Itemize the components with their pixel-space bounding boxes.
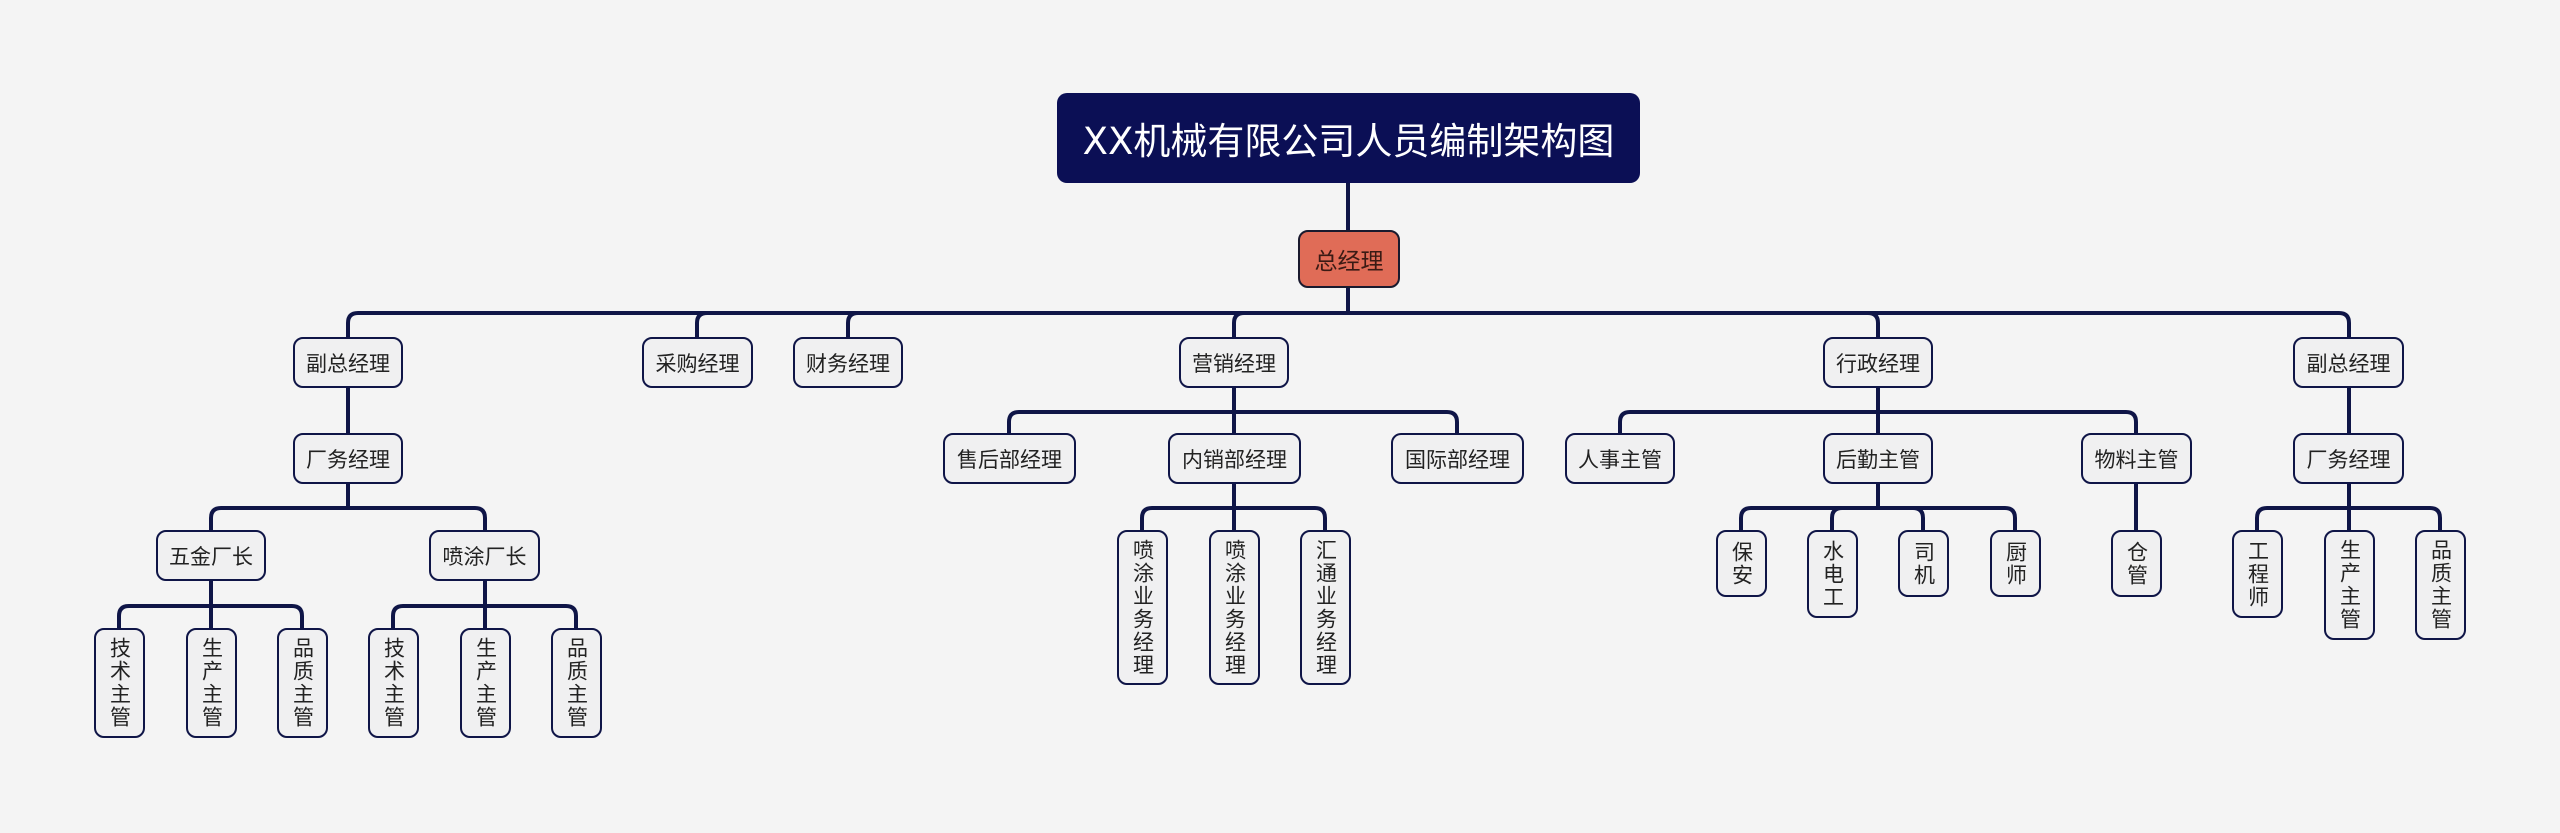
node-after-sales-manager[interactable]: 售后部经理: [943, 433, 1076, 484]
marketing-bus-drop: [1007, 410, 1234, 433]
node-general-manager[interactable]: 总经理: [1298, 230, 1400, 288]
node-tech-supervisor-coat[interactable]: 技术主管: [368, 628, 419, 738]
chart-title: XX机械有限公司人员编制架构图: [1057, 93, 1640, 183]
node-vp-left[interactable]: 副总经理: [293, 337, 403, 388]
node-coating-sales-2[interactable]: 喷涂业务经理: [1209, 530, 1260, 685]
logistics-bus-drop: [1739, 506, 1878, 530]
logistics-bus-drop: [1878, 506, 1925, 530]
admin-bus-drop: [1618, 410, 1878, 433]
node-purchasing-manager[interactable]: 采购经理: [642, 337, 753, 388]
node-production-supervisor-coat[interactable]: 生产主管: [460, 628, 511, 738]
node-tech-supervisor-hw[interactable]: 技术主管: [94, 628, 145, 738]
root-bus-drop: [695, 311, 1348, 337]
marketing-bus-drop: [1234, 410, 1459, 433]
factory-right-bus-drop: [2349, 506, 2442, 530]
node-marketing-manager[interactable]: 营销经理: [1179, 337, 1289, 388]
domestic-bus-drop: [1234, 506, 1327, 530]
node-driver[interactable]: 司机: [1898, 530, 1949, 597]
logistics-bus-drop: [1830, 506, 1878, 530]
hardware-bus-drop: [211, 604, 304, 628]
node-engineer[interactable]: 工程师: [2232, 530, 2283, 618]
node-quality-supervisor-r[interactable]: 品质主管: [2415, 530, 2466, 640]
node-quality-supervisor-hw[interactable]: 品质主管: [277, 628, 328, 738]
node-domestic-sales-manager[interactable]: 内销部经理: [1168, 433, 1301, 484]
node-production-supervisor-r[interactable]: 生产主管: [2324, 530, 2375, 640]
factory-left-bus-drop: [348, 506, 487, 530]
node-security[interactable]: 保安: [1716, 530, 1767, 597]
node-hardware-plant-head[interactable]: 五金厂长: [156, 530, 266, 581]
node-finance-manager[interactable]: 财务经理: [793, 337, 903, 388]
node-quality-supervisor-coat[interactable]: 品质主管: [551, 628, 602, 738]
coating-bus-drop: [391, 604, 485, 628]
node-production-supervisor-hw[interactable]: 生产主管: [186, 628, 237, 738]
node-electrician[interactable]: 水电工: [1807, 530, 1858, 618]
root-bus-drop: [1232, 311, 1348, 337]
node-chef[interactable]: 厨师: [1990, 530, 2041, 597]
node-vp-right[interactable]: 副总经理: [2293, 337, 2404, 388]
node-factory-manager-right[interactable]: 厂务经理: [2293, 433, 2404, 484]
factory-right-bus-drop: [2255, 506, 2349, 530]
admin-bus-drop: [1878, 410, 2138, 433]
node-warehouse-keeper[interactable]: 仓管: [2111, 530, 2162, 597]
node-coating-sales-1[interactable]: 喷涂业务经理: [1117, 530, 1168, 685]
logistics-bus-drop: [1878, 506, 2017, 530]
root-bus-drop: [1348, 311, 2351, 337]
node-coating-plant-head[interactable]: 喷涂厂长: [429, 530, 540, 581]
node-hr-supervisor[interactable]: 人事主管: [1565, 433, 1675, 484]
factory-left-bus-drop: [209, 506, 348, 530]
node-international-manager[interactable]: 国际部经理: [1391, 433, 1524, 484]
root-bus-drop: [1348, 311, 1880, 337]
hardware-bus-drop: [117, 604, 211, 628]
coating-bus-drop: [485, 604, 578, 628]
node-logistics-supervisor[interactable]: 后勤主管: [1823, 433, 1933, 484]
node-huitong-sales[interactable]: 汇通业务经理: [1300, 530, 1351, 685]
domestic-bus-drop: [1140, 506, 1234, 530]
root-bus-drop: [846, 311, 1348, 337]
node-admin-manager[interactable]: 行政经理: [1823, 337, 1933, 388]
root-bus-drop: [346, 311, 1348, 337]
node-factory-manager-left[interactable]: 厂务经理: [293, 433, 403, 484]
node-materials-supervisor[interactable]: 物料主管: [2081, 433, 2192, 484]
